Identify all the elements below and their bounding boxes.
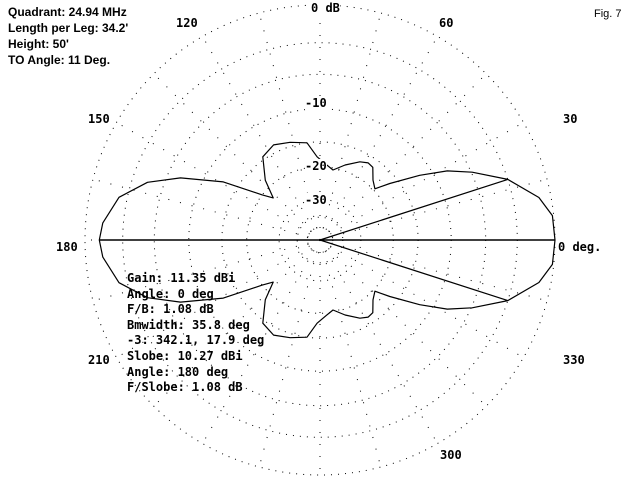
info-angle: Angle: 0 deg: [127, 286, 214, 301]
angle-label-0: 0 deg.: [558, 240, 602, 254]
label-minus30: -30: [305, 193, 327, 207]
angle-label-120: 120: [176, 16, 198, 30]
grid-spoke: [92, 178, 321, 241]
angle-label-210: 210: [88, 353, 110, 367]
header-height: Height: 50': [8, 37, 69, 51]
grid-spoke: [153, 73, 321, 241]
angle-label-180: 180: [56, 240, 78, 254]
grid-spoke: [319, 239, 382, 468]
label-0db: 0 dB: [311, 1, 340, 15]
info-3db-points: -3: 342.1, 17.9 deg: [127, 333, 265, 348]
grid-spoke: [319, 239, 548, 302]
info-beamwidth: Bmwidth: 35.8 deg: [127, 317, 250, 332]
angle-label-30: 30: [563, 112, 578, 126]
info-sidelobe-gain: Slobe: 10.27 dBi: [127, 348, 243, 363]
angle-label-300: 300: [440, 448, 462, 462]
header-takeoff-angle: TO Angle: 11 Deg.: [8, 53, 111, 67]
info-sidelobe-angle: Angle: 180 deg: [127, 364, 229, 379]
info-gain: Gain: 11.35 dBi: [127, 271, 236, 285]
grid-spoke: [319, 239, 524, 358]
info-front-back: F/B: 1.08 dB: [127, 302, 214, 317]
radiation-pattern-line: [98, 141, 556, 339]
grid-spoke: [319, 239, 438, 444]
grid-spoke: [258, 239, 321, 468]
angle-label-150: 150: [88, 112, 110, 126]
grid-spoke: [319, 122, 524, 241]
info-front-sidelobe: F/Slobe: 1.08 dB: [127, 380, 243, 395]
grid-spoke: [319, 12, 382, 241]
grid-spoke: [319, 36, 438, 241]
header-frequency: Quadrant: 24.94 MHz: [8, 5, 127, 19]
beamwidth-line: [319, 239, 508, 302]
angle-label-60: 60: [439, 16, 454, 30]
grid-spoke: [319, 178, 548, 241]
grid-spoke: [202, 36, 321, 241]
beamwidth-line: [319, 178, 508, 241]
label-minus10: -10: [305, 96, 327, 110]
figure-label: Fig. 7: [594, 8, 622, 20]
header-length: Length per Leg: 34.2': [8, 21, 129, 35]
info-panel: Gain: 11.35 dBi Angle: 0 deg F/B: 1.08 d…: [127, 271, 264, 396]
label-minus20: -20: [305, 159, 327, 173]
angle-label-330: 330: [563, 353, 585, 367]
grid-spoke: [319, 239, 487, 407]
grid-spoke: [319, 73, 487, 241]
